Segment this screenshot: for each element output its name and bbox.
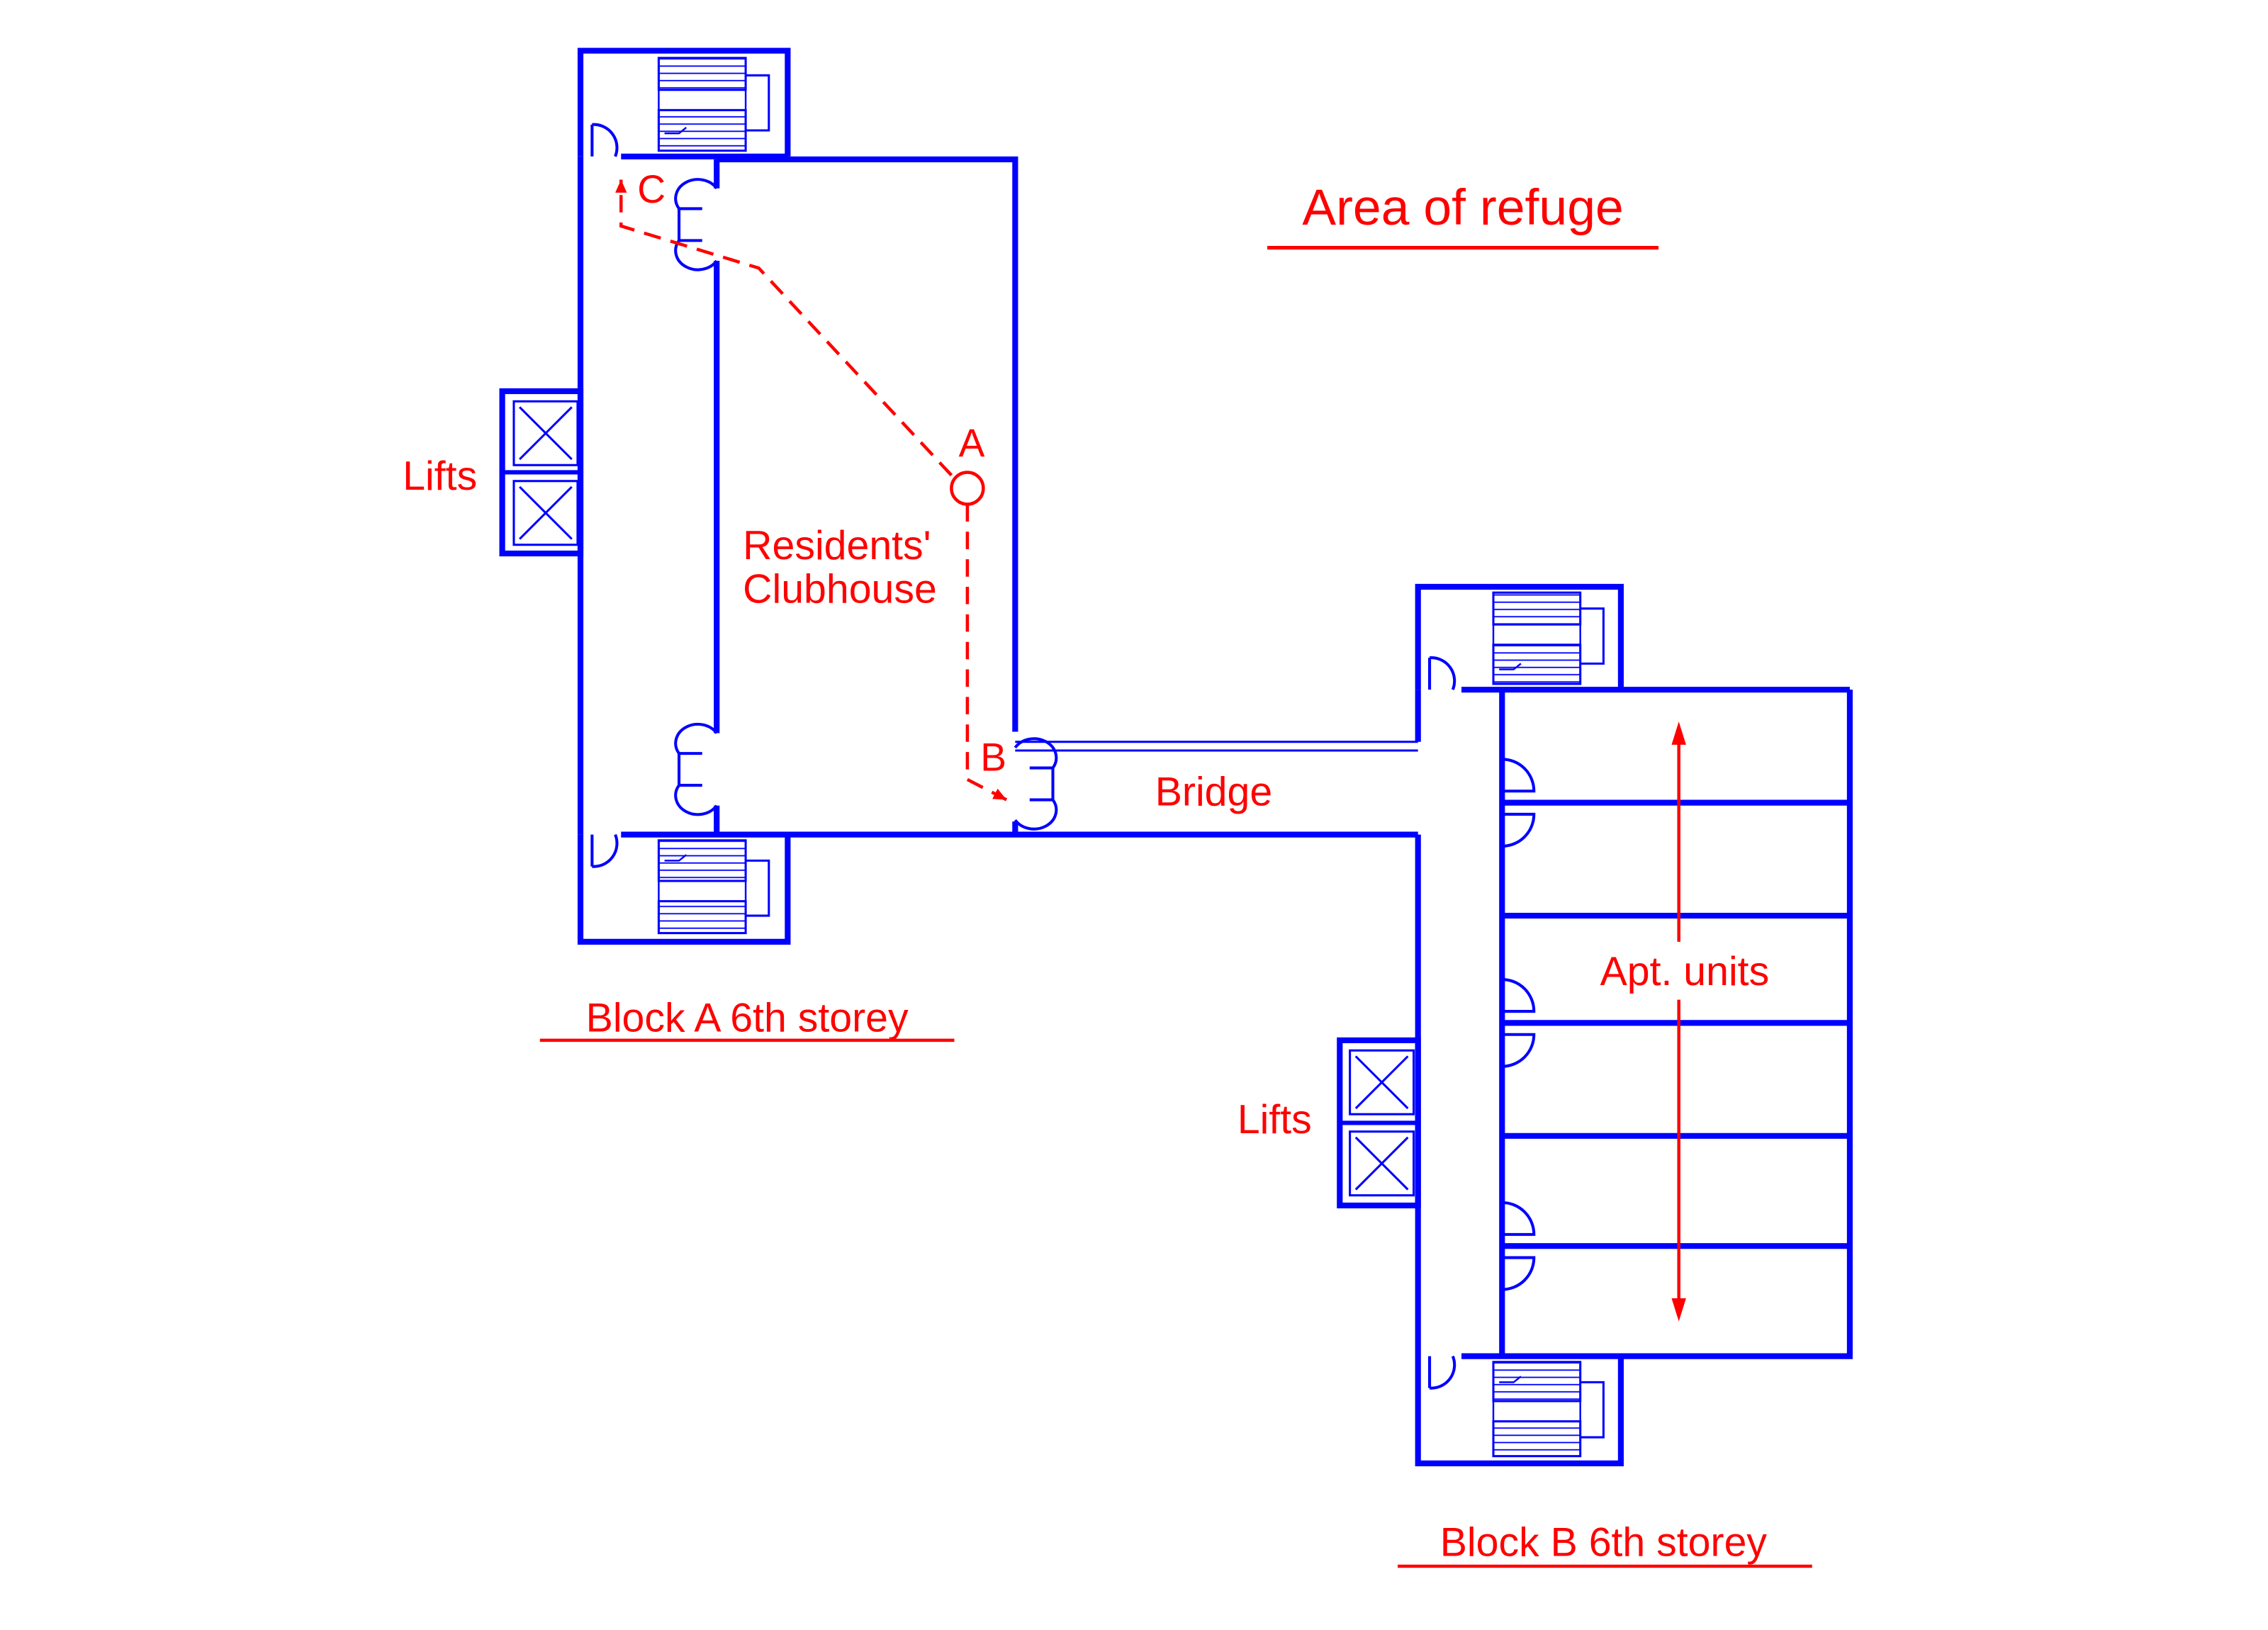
units-extent-arrow bbox=[1671, 721, 1686, 1322]
block-a-stair-top bbox=[657, 57, 770, 152]
clubhouse-label-line-2: Clubhouse bbox=[743, 566, 937, 612]
point-a-label: A bbox=[959, 421, 985, 465]
diagram-title: Area of refuge bbox=[1302, 179, 1623, 236]
door-clubhouse-north bbox=[674, 178, 718, 271]
clubhouse-label-line-1: Residents' bbox=[743, 523, 931, 568]
block-b-lifts-label: Lifts bbox=[1237, 1097, 1312, 1142]
route-a-to-c bbox=[615, 179, 953, 477]
block-b-walls bbox=[1415, 583, 1853, 1466]
escape-route bbox=[615, 179, 1008, 802]
units-label-backdrop bbox=[1585, 944, 1780, 997]
door-clubhouse-south bbox=[674, 722, 718, 816]
block-b-doors bbox=[1428, 656, 1536, 1390]
apt-units-label: Apt. units bbox=[1600, 949, 1770, 994]
block-a-lifts bbox=[499, 388, 584, 557]
door-unit-2 bbox=[1502, 978, 1536, 1068]
block-b-caption: Block B 6th storey bbox=[1440, 1520, 1768, 1566]
door-clubhouse-bridge bbox=[1014, 737, 1058, 831]
block-b-stair-bottom bbox=[1492, 1361, 1605, 1458]
route-a-to-b bbox=[965, 504, 1008, 802]
door-stair-a-bottom bbox=[590, 833, 619, 868]
door-stair-b-bottom bbox=[1428, 1355, 1456, 1390]
point-b-label: B bbox=[980, 736, 1006, 780]
door-stair-a-top bbox=[590, 123, 619, 157]
block-a-walls bbox=[577, 47, 1418, 945]
door-unit-3 bbox=[1502, 1201, 1536, 1291]
block-a-caption: Block A 6th storey bbox=[586, 996, 909, 1041]
point-a-marker bbox=[950, 471, 985, 506]
block-a-stair-bottom bbox=[657, 839, 770, 935]
block-b-stair-top bbox=[1492, 591, 1605, 685]
block-a-lifts-label: Lifts bbox=[403, 454, 477, 499]
door-unit-1 bbox=[1502, 758, 1536, 848]
point-c-label: C bbox=[637, 167, 666, 211]
door-stair-b-top bbox=[1428, 656, 1456, 690]
bridge-label: Bridge bbox=[1155, 770, 1272, 815]
block-b-lifts bbox=[1337, 1037, 1421, 1209]
bridge bbox=[1015, 741, 1418, 752]
